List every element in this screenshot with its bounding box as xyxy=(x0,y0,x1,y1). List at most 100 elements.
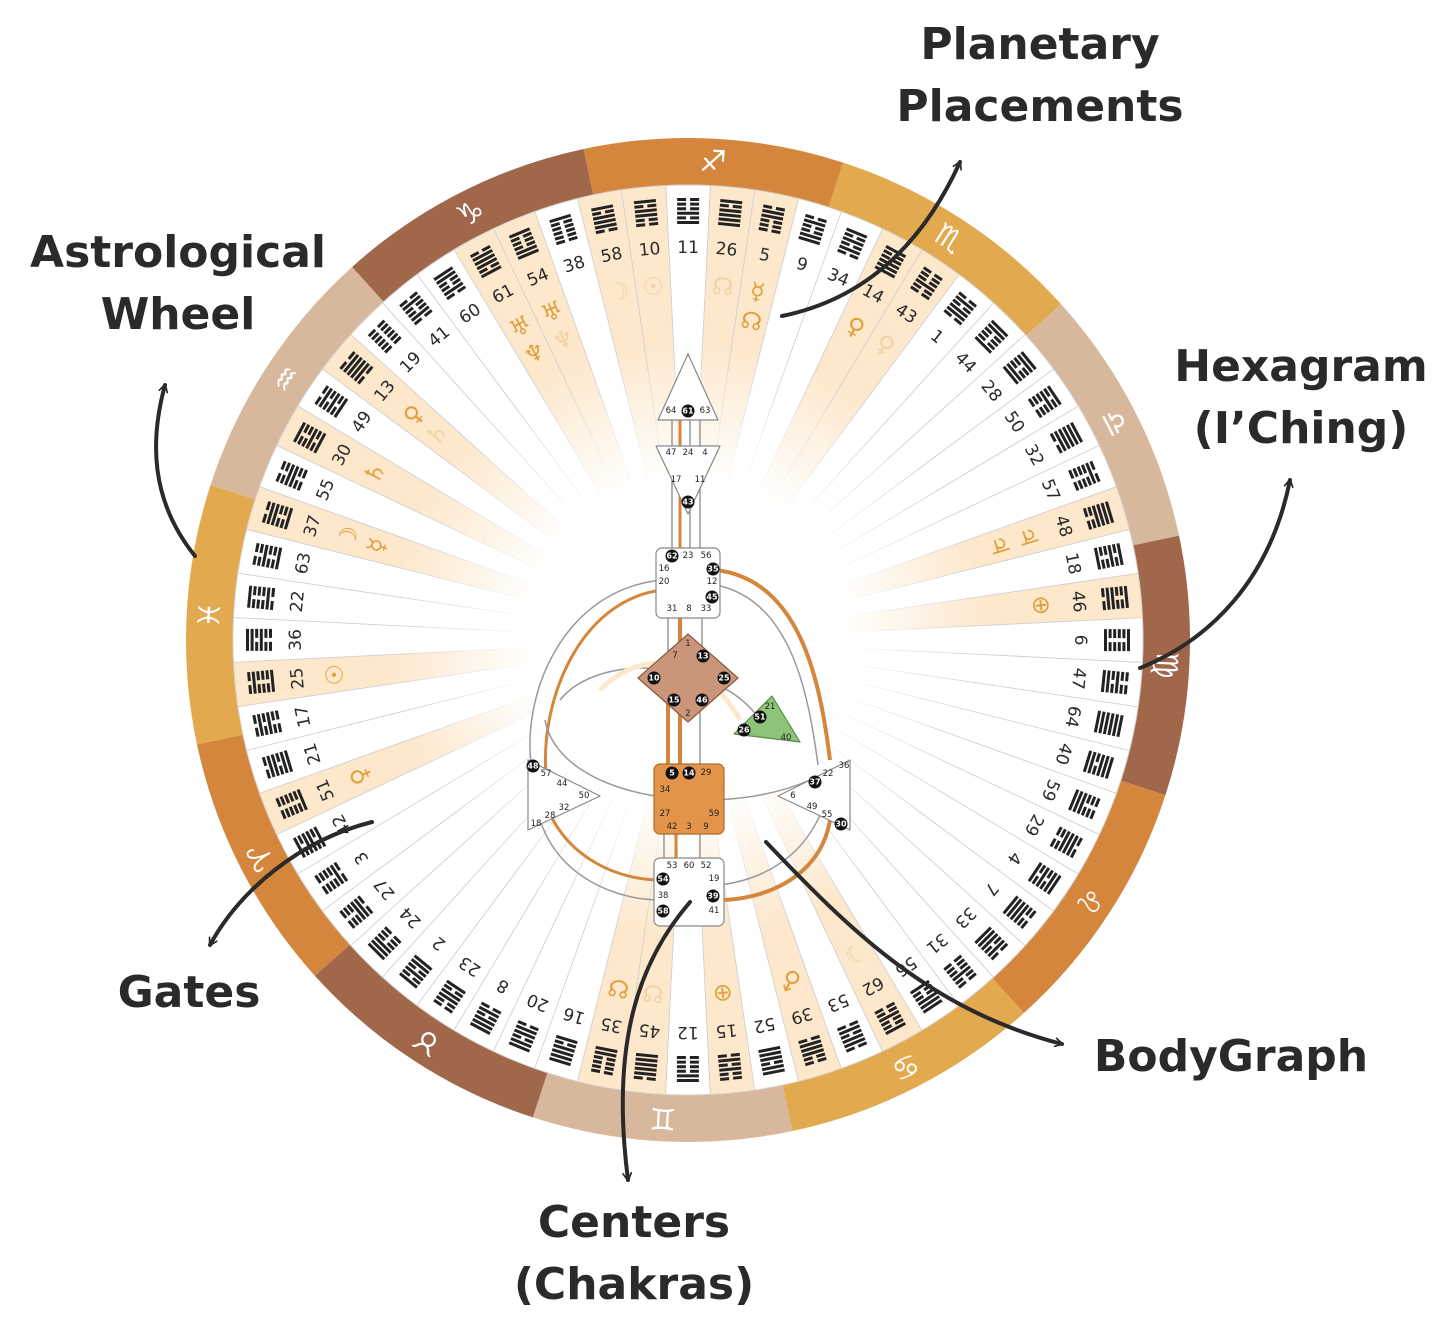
hexagram-line xyxy=(257,586,262,596)
hexagram-line xyxy=(1094,472,1101,483)
hexagram-line xyxy=(1091,505,1101,528)
hexagram-line xyxy=(342,353,360,373)
center-gate-number: 26 xyxy=(738,726,750,735)
hexagram-line xyxy=(565,227,576,233)
hexagram-line xyxy=(423,309,433,318)
center-gate-number: 6 xyxy=(790,791,795,801)
center-gate-number: 57 xyxy=(541,769,552,779)
hexagram-line xyxy=(410,305,430,322)
hexagram-line xyxy=(550,221,561,228)
hexagram-line xyxy=(876,261,898,275)
hexagram-line xyxy=(380,929,390,939)
hexagram-icon xyxy=(798,213,827,246)
hexagram-line xyxy=(634,1066,657,1072)
center-gate-number: 59 xyxy=(709,809,720,819)
hexagram-line xyxy=(433,998,443,1007)
hexagram-line xyxy=(297,435,304,445)
hexagram-line xyxy=(594,1050,617,1058)
hexagram-line xyxy=(357,895,366,905)
planet-glyph-icon: ☊ xyxy=(711,272,735,302)
hexagram-line xyxy=(283,507,294,530)
hexagram-line xyxy=(288,465,300,488)
hexagram-line xyxy=(931,277,941,285)
hexagram-line xyxy=(481,244,491,252)
hexagram-line xyxy=(271,587,276,598)
hexagram-line xyxy=(689,1069,699,1073)
hexagram-line xyxy=(376,319,386,329)
hexagram-line xyxy=(490,261,500,269)
hexagram-line xyxy=(1009,901,1026,921)
hexagram-line xyxy=(974,926,992,945)
center-gate-number: 15 xyxy=(668,696,680,705)
hexagram-line xyxy=(272,546,278,556)
hexagram-line xyxy=(1025,907,1034,917)
center-gate-number: 31 xyxy=(667,604,678,614)
hexagram-line xyxy=(1042,403,1051,413)
hexagram-icon xyxy=(293,421,327,454)
hexagram-line xyxy=(259,543,265,554)
hexagram-line xyxy=(305,428,319,450)
hexagram-line xyxy=(773,220,783,226)
hexagram-line xyxy=(261,712,267,723)
hexagram-line xyxy=(1021,367,1030,376)
gate-number: 12 xyxy=(677,1022,699,1042)
hexagram-line xyxy=(646,1077,656,1081)
center-gate-number: 46 xyxy=(696,696,708,705)
hexagram-line xyxy=(476,257,498,271)
hexagram-line xyxy=(1077,479,1084,490)
hexagram-line xyxy=(986,341,996,351)
hexagram-line xyxy=(635,1057,658,1063)
hexagram-icon xyxy=(252,542,283,570)
hexagram-line xyxy=(407,961,417,970)
hexagram-line xyxy=(370,332,380,341)
hexagram-line xyxy=(264,641,268,651)
hexagram-line xyxy=(374,335,383,344)
g-center xyxy=(637,633,739,723)
hexagram-line xyxy=(952,965,971,982)
center-gate-number: 2 xyxy=(685,709,690,719)
hexagram-line xyxy=(798,235,821,246)
hexagram-line xyxy=(309,828,317,838)
hexagram-line xyxy=(677,216,687,220)
hexagram-line xyxy=(719,1077,730,1081)
center-gate-number: 18 xyxy=(531,819,542,829)
gate-number: 47 xyxy=(1067,667,1089,691)
hexagram-line xyxy=(1116,714,1124,738)
center-gate-number: 16 xyxy=(659,564,670,574)
hexagram-line xyxy=(280,460,287,471)
hexagram-line xyxy=(1100,588,1105,598)
hexagram-line xyxy=(415,298,424,307)
hexagram-line xyxy=(551,226,562,232)
hexagram-line xyxy=(844,231,854,238)
hexagram-line xyxy=(553,1043,576,1053)
hexagram-line xyxy=(270,559,276,569)
hexagram-line xyxy=(649,221,659,226)
hexagram-icon xyxy=(943,291,977,326)
gate-number: 15 xyxy=(715,1019,738,1041)
center-gate-number: 29 xyxy=(701,768,712,778)
hexagram-line xyxy=(268,641,272,651)
hexagram-line xyxy=(380,322,389,332)
hexagram-line xyxy=(1107,713,1115,736)
hexagram-line xyxy=(318,872,326,882)
center-gate-number: 9 xyxy=(703,822,708,832)
hexagram-line xyxy=(367,328,377,338)
hexagram-line xyxy=(1102,545,1108,556)
planet-glyph-icon: ⊕ xyxy=(711,978,734,1008)
hexagram-line xyxy=(454,990,464,999)
gate-number: 26 xyxy=(715,239,739,261)
hexagram-line xyxy=(325,867,334,877)
label-line: BodyGraph xyxy=(1093,1031,1369,1082)
hexagram-line xyxy=(874,1007,884,1015)
hexagram-line xyxy=(762,208,785,217)
hexagram-icon xyxy=(974,926,1009,961)
hexagram-line xyxy=(848,1020,859,1027)
hexagram-icon xyxy=(1027,385,1062,419)
hexagram-line xyxy=(401,968,411,977)
hexagram-line xyxy=(476,1009,486,1017)
hexagram-line xyxy=(357,375,366,385)
hexagram-line xyxy=(849,253,859,260)
gate-number: 10 xyxy=(638,239,661,261)
hexagram-line xyxy=(920,270,930,278)
